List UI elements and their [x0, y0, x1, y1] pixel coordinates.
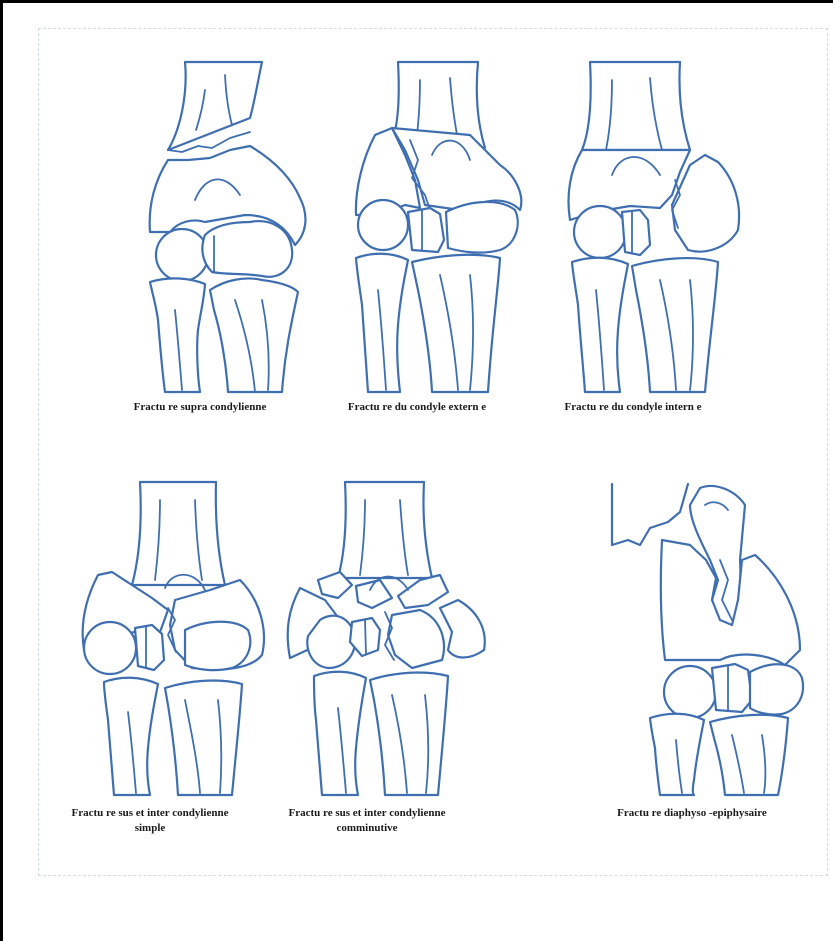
trochlea-segment — [135, 625, 164, 670]
humerus-shaft-upper — [612, 484, 688, 545]
illustration-condyle-interne — [569, 62, 740, 392]
caption-line: Fractu re diaphyso -epiphysaire — [597, 806, 787, 821]
humerus-shaft — [582, 62, 690, 150]
ulna — [210, 278, 298, 392]
illustration-condyle-externe — [356, 62, 521, 392]
illustration-diaphyso-epiphysaire — [612, 484, 803, 795]
ulna — [370, 673, 448, 795]
medial-trochlea — [185, 622, 250, 670]
caption-sus-inter-comminutive: Fractu re sus et inter condylienne commi… — [262, 806, 472, 836]
illustration-sus-inter-comminutive — [288, 482, 485, 795]
medial-trochlea — [750, 664, 803, 714]
epicondyle-fragment — [440, 600, 485, 658]
capitulum — [574, 206, 626, 258]
trochlea-segment — [712, 664, 752, 712]
capitulum — [156, 229, 208, 281]
illustration-supra-condylienne — [150, 62, 306, 392]
illustration-sus-inter-simple — [83, 482, 264, 795]
trochlea-segment — [622, 210, 650, 255]
ulna — [710, 715, 788, 795]
capitulum — [358, 200, 408, 250]
caption-line: Fractu re du condyle intern e — [538, 400, 728, 415]
caption-condyle-externe: Fractu re du condyle extern e — [322, 400, 512, 415]
trochlea — [202, 221, 292, 277]
capitulum — [664, 666, 716, 718]
ulna — [165, 681, 242, 795]
caption-line: comminutive — [262, 821, 472, 836]
radius — [356, 254, 408, 392]
caption-diaphyso-epiphysaire: Fractu re diaphyso -epiphysaire — [597, 806, 787, 821]
caption-line: Fractu re sus et inter condylienne — [45, 806, 255, 821]
caption-line: Fractu re sus et inter condylienne — [262, 806, 472, 821]
humerus-shaft — [338, 482, 432, 578]
caption-condyle-interne: Fractu re du condyle intern e — [538, 400, 728, 415]
caption-supra-condylienne: Fractu re supra condylienne — [105, 400, 295, 415]
medial-fragment — [388, 610, 444, 668]
humerus-shaft — [132, 482, 225, 585]
caption-line: Fractu re supra condylienne — [105, 400, 295, 415]
caption-sus-inter-simple: Fractu re sus et inter condylienne simpl… — [45, 806, 255, 836]
trochlea-groove — [365, 620, 366, 654]
capitulum — [84, 622, 136, 674]
caption-line: Fractu re du condyle extern e — [322, 400, 512, 415]
trochlea-segment — [408, 208, 444, 252]
caption-line: simple — [45, 821, 255, 836]
fragment — [398, 575, 448, 608]
medial-trochlea — [446, 202, 518, 253]
humerus-shaft-upper — [168, 62, 262, 150]
